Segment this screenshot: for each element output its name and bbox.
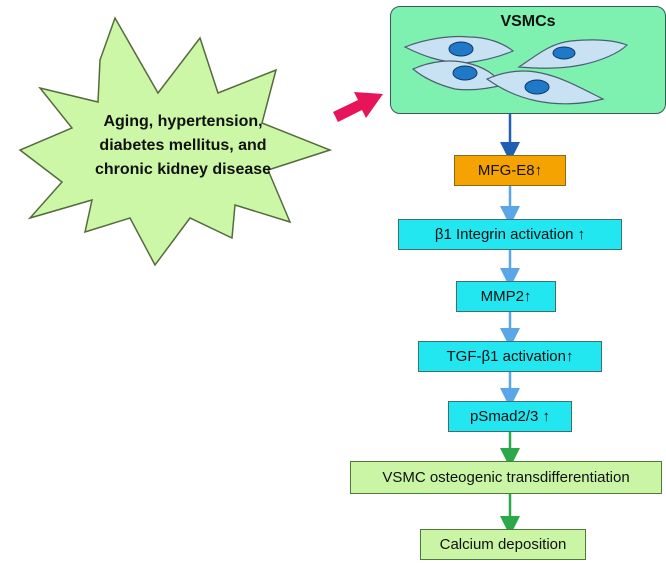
vsmc-panel: VSMCs [390,6,666,114]
psmad-box: pSmad2/3 ↑ [448,401,572,432]
risk-factors-line-1: Aging, hypertension, [103,113,263,130]
osteogenic-transdifferentiation-box: VSMC osteogenic transdifferentiation [350,461,662,494]
mmp2-label: MMP2↑ [480,288,532,305]
calcium-deposition-label: Calcium deposition [439,536,567,553]
tgf-activation-box: TGF-β1 activation↑ [418,341,602,372]
risk-factors-line-3: chronic kidney disease [94,161,272,178]
cell-2 [517,39,629,69]
integrin-activation-label: β1 Integrin activation ↑ [434,226,586,243]
calcium-deposition-box: Calcium deposition [420,529,586,560]
psmad-label: pSmad2/3 ↑ [469,408,551,425]
mfg-e8-box: MFG-E8↑ [454,155,566,186]
cell-3 [411,60,505,91]
risk-factors-text: Aging, hypertension, diabetes mellitus, … [78,110,288,182]
risk-factors-line-2: diabetes mellitus, and [99,137,267,154]
vsmc-title: VSMCs [500,13,556,30]
vsmc-cells-illustration [403,35,629,105]
tgf-activation-label: TGF-β1 activation↑ [446,348,574,365]
integrin-activation-box: β1 Integrin activation ↑ [398,219,622,250]
mmp2-box: MMP2↑ [456,281,556,312]
cell-4 [485,70,605,105]
cell-1 [403,35,515,64]
mfg-e8-label: MFG-E8↑ [477,162,543,179]
risk-factor-starburst [18,16,333,267]
osteogenic-transdifferentiation-label: VSMC osteogenic transdifferentiation [382,469,630,486]
pink-arrow [333,92,383,122]
